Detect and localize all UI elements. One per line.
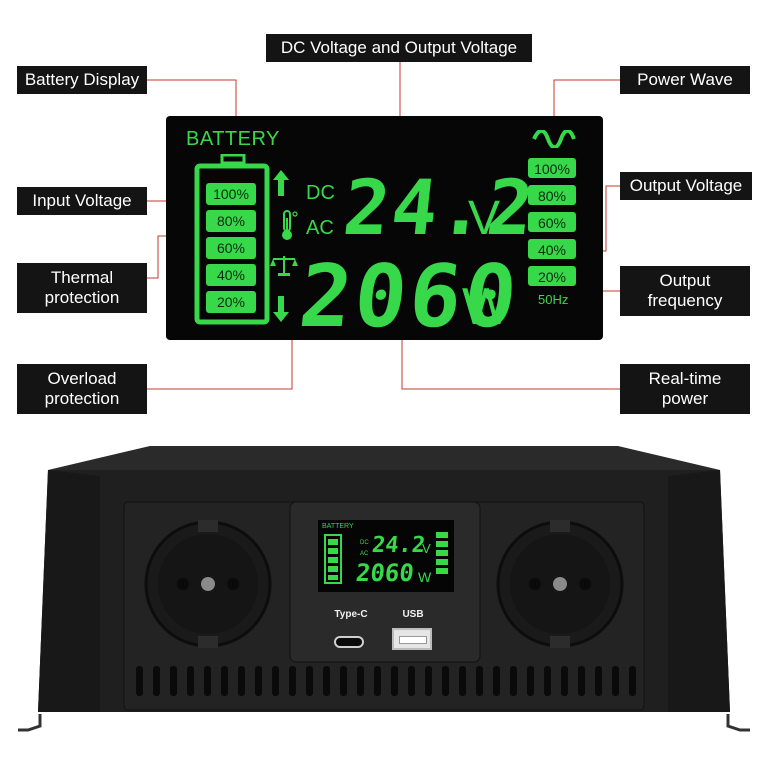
callout-battery-display: Battery Display bbox=[17, 66, 147, 94]
callout-realtime-line1: Real-time bbox=[648, 369, 722, 388]
callout-dc-output-voltage-text: DC Voltage and Output Voltage bbox=[280, 38, 518, 57]
usb-label: USB bbox=[402, 609, 424, 620]
typec-port[interactable] bbox=[334, 636, 364, 648]
usb-port[interactable] bbox=[392, 628, 432, 650]
callout-power-wave-text: Power Wave bbox=[637, 70, 733, 89]
callout-realtime-line2: power bbox=[661, 389, 709, 408]
battery-outline-icon bbox=[194, 154, 270, 325]
wave-level-20: 20% bbox=[528, 266, 576, 286]
battery-level-40: 40% bbox=[206, 264, 256, 286]
wave-level-80: 80% bbox=[528, 185, 576, 205]
battery-level-80: 80% bbox=[206, 210, 256, 232]
mini-wave-bars bbox=[436, 532, 448, 582]
callout-power-wave: Power Wave bbox=[620, 66, 750, 94]
dc-label: DC bbox=[306, 182, 335, 204]
callout-output-frequency: Output frequency bbox=[620, 266, 750, 316]
callout-output-voltage-text: Output Voltage bbox=[629, 176, 743, 195]
callout-thermal-line2: protection bbox=[44, 288, 120, 307]
balance-scale-icon bbox=[270, 256, 298, 276]
callout-input-voltage-text: Input Voltage bbox=[32, 191, 132, 210]
callout-dc-output-voltage: DC Voltage and Output Voltage bbox=[266, 34, 532, 62]
mini-ac-label: AC bbox=[360, 551, 369, 557]
callout-overload-line2: protection bbox=[44, 389, 120, 408]
mini-voltage-readout: 24.2 bbox=[370, 533, 427, 558]
callout-thermal-line1: Thermal bbox=[50, 268, 114, 287]
voltage-unit: V bbox=[468, 192, 501, 245]
wave-level-40: 40% bbox=[528, 239, 576, 259]
mini-lcd: BATTERY DC AC 24.2 V 2060 W bbox=[318, 520, 454, 592]
mini-battery-label: BATTERY bbox=[322, 523, 354, 530]
battery-level-100: 100% bbox=[206, 183, 256, 205]
mini-power-readout: 2060 bbox=[354, 559, 416, 587]
callout-thermal-protection: Thermal protection bbox=[17, 263, 147, 313]
vent-grille bbox=[136, 666, 636, 702]
callout-output-voltage: Output Voltage bbox=[620, 172, 752, 200]
thermometer-icon bbox=[282, 210, 298, 240]
mini-voltage-unit: V bbox=[422, 541, 431, 556]
arrow-up-icon bbox=[273, 170, 289, 196]
callout-realtime-power: Real-time power bbox=[620, 364, 750, 414]
power-unit: W bbox=[462, 278, 512, 336]
callout-battery-display-text: Battery Display bbox=[24, 70, 140, 89]
callout-input-voltage: Input Voltage bbox=[17, 187, 147, 215]
ac-label: AC bbox=[306, 217, 334, 239]
battery-level-20: 20% bbox=[206, 291, 256, 313]
wave-level-100: 100% bbox=[528, 158, 576, 178]
battery-level-60: 60% bbox=[206, 237, 256, 259]
wave-level-60: 60% bbox=[528, 212, 576, 232]
callout-output-frequency-line2: frequency bbox=[647, 291, 723, 310]
callout-output-frequency-line1: Output bbox=[659, 271, 711, 290]
arrow-down-icon bbox=[273, 296, 289, 322]
typec-label: Type-C bbox=[334, 609, 368, 620]
callout-overload-protection: Overload protection bbox=[17, 364, 147, 414]
lcd-display: BATTERY 100% 80% 60% 40% 20% DC AC 24.2 … bbox=[166, 116, 603, 347]
mini-battery-icon bbox=[324, 534, 342, 584]
sine-wave-icon bbox=[532, 130, 576, 148]
battery-label: BATTERY bbox=[186, 128, 280, 150]
mini-power-unit: W bbox=[418, 569, 432, 585]
mini-dc-label: DC bbox=[360, 540, 369, 546]
frequency-label: 50Hz bbox=[538, 292, 569, 307]
callout-overload-line1: Overload bbox=[47, 369, 117, 388]
